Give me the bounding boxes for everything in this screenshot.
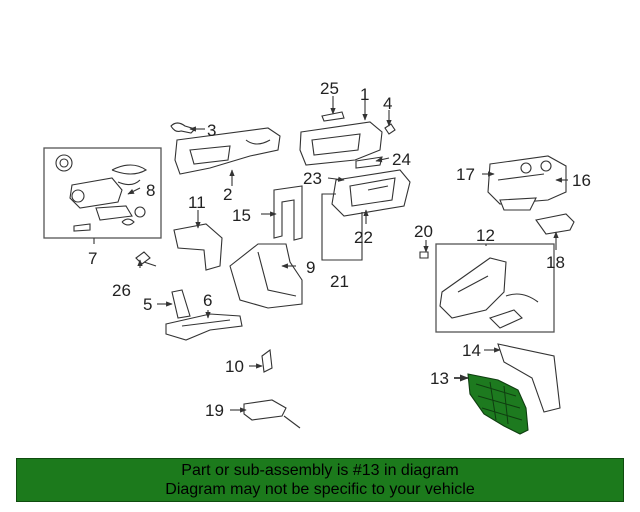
part-info-banner: Part or sub-assembly is #13 in diagram D… <box>16 458 624 502</box>
callout-9: 9 <box>306 258 315 277</box>
callout-14: 14 <box>462 341 481 360</box>
part-bracket[interactable] <box>273 185 303 241</box>
callout-23: 23 <box>303 169 322 188</box>
callout-6: 6 <box>203 291 212 310</box>
callout-24: 24 <box>392 150 411 169</box>
callout-18: 18 <box>546 253 565 272</box>
callout-25: 25 <box>320 79 339 98</box>
callout-20: 20 <box>414 222 433 241</box>
part-cable[interactable] <box>243 399 301 429</box>
callout-19: 19 <box>205 401 224 420</box>
banner-disclaimer: Diagram may not be specific to your vehi… <box>165 481 475 498</box>
callout-21: 21 <box>330 272 349 291</box>
part-glovebox-door[interactable] <box>331 169 411 217</box>
part-key[interactable] <box>135 251 157 267</box>
banner-part-note: Part or sub-assembly is #13 in diagram <box>181 462 459 479</box>
callout-12: 12 <box>476 226 495 245</box>
callout-11: 11 <box>188 193 206 212</box>
part-lower-panel[interactable] <box>229 243 303 309</box>
callout-1: 1 <box>360 85 369 104</box>
callout-22: 22 <box>354 228 373 247</box>
callout-15: 15 <box>232 206 251 225</box>
leader-lines <box>93 96 568 413</box>
parts-diagram: 1 2 3 4 5 6 7 8 9 10 11 12 13 14 15 16 1… <box>43 79 591 435</box>
callout-labels: 1 2 3 4 5 6 7 8 9 10 11 12 13 14 15 16 1… <box>88 79 591 420</box>
callout-13: 13 <box>430 369 449 388</box>
part-cover[interactable] <box>173 223 223 271</box>
callout-5: 5 <box>143 295 152 314</box>
callout-8: 8 <box>146 181 155 200</box>
callout-4: 4 <box>383 94 392 113</box>
callout-17: 17 <box>456 165 475 184</box>
part-console-assembly[interactable] <box>435 243 555 333</box>
callout-16: 16 <box>572 171 591 190</box>
callout-2: 2 <box>223 185 232 204</box>
part-support-rail[interactable] <box>165 313 243 341</box>
part-side-cover[interactable] <box>497 343 561 413</box>
part-13-highlighted[interactable] <box>467 373 529 435</box>
part-clip[interactable] <box>171 289 191 319</box>
callout-26: 26 <box>112 281 131 300</box>
callout-10: 10 <box>225 357 244 376</box>
callout-7: 7 <box>88 249 97 268</box>
part-ignition-assembly[interactable] <box>43 147 162 239</box>
callout-3: 3 <box>207 121 216 140</box>
part-fastener[interactable] <box>419 251 429 259</box>
part-hinge[interactable] <box>261 348 273 373</box>
part-switch[interactable] <box>535 213 575 235</box>
part-trim-panel[interactable] <box>170 122 281 175</box>
part-center-bezel[interactable] <box>487 155 567 211</box>
